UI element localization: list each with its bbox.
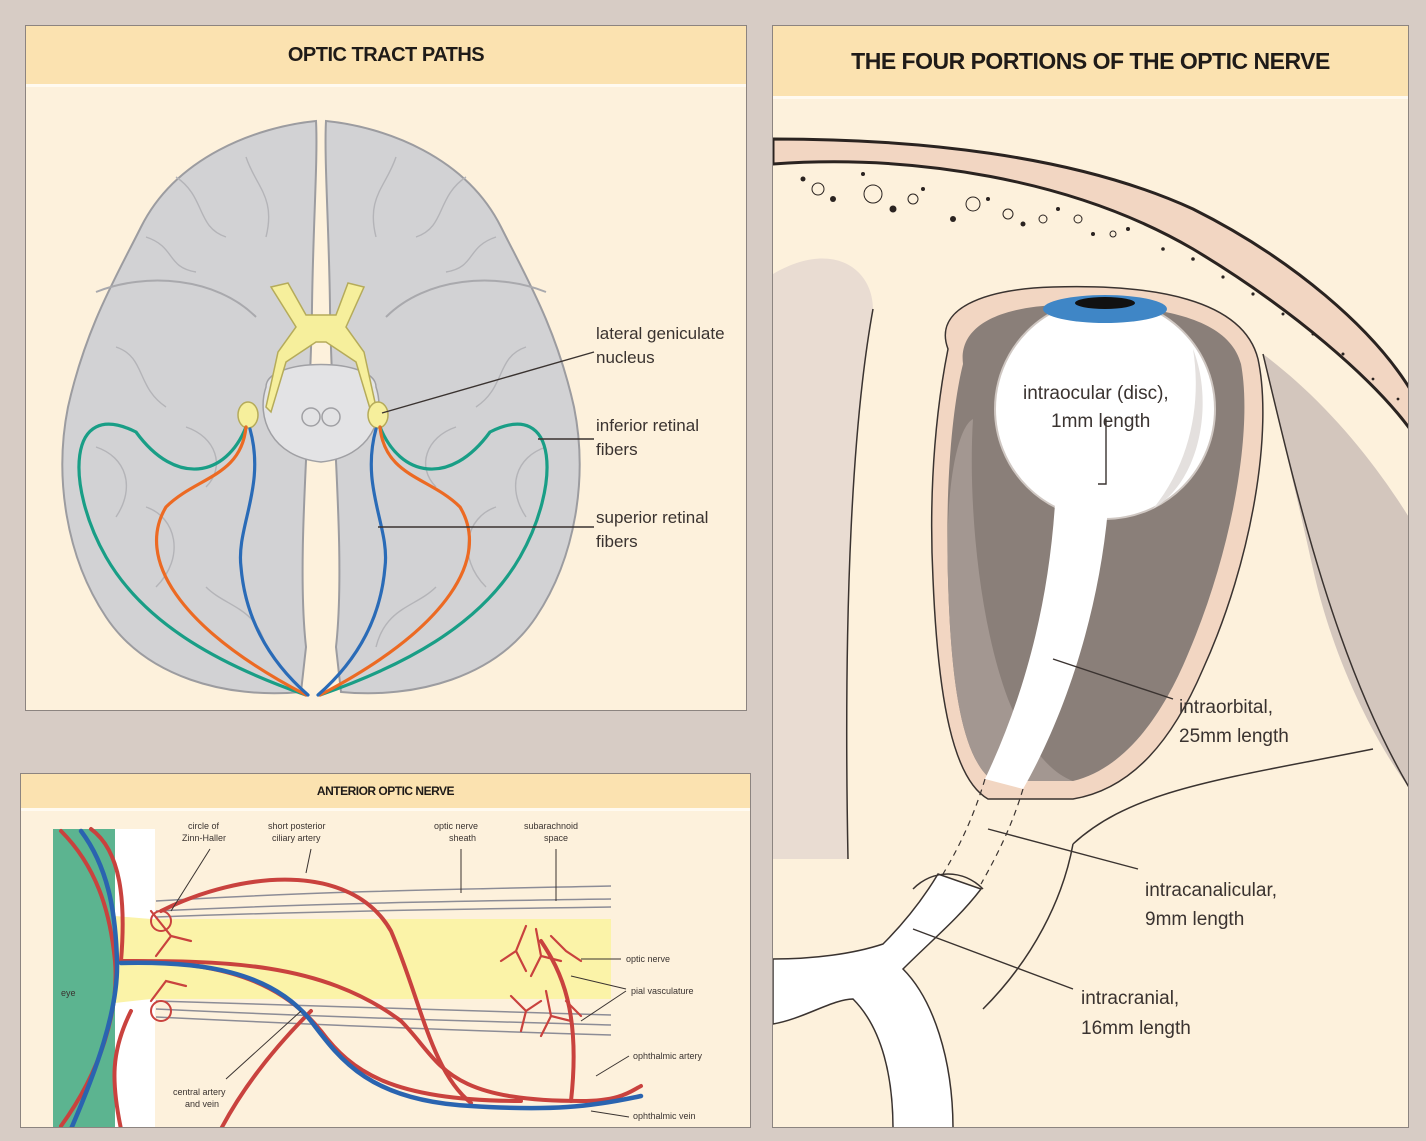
label-intracanalicular-line1: intracanalicular, [1145,880,1277,901]
lgn-right [368,402,388,428]
four-portions-panel: THE FOUR PORTIONS OF THE OPTIC NERVE [772,25,1409,1128]
label-intraorbital-line1: intraorbital, [1179,697,1273,718]
label-inferior-line2: fibers [596,440,638,459]
label-sheath-line1: optic nerve [434,821,478,831]
optic-tract-panel: OPTIC TRACT PATHS [25,25,747,711]
label-short-line1: short posterior [268,821,326,831]
optic-tract-title: OPTIC TRACT PATHS [26,26,746,87]
label-short-line2: ciliary artery [272,833,321,843]
anterior-optic-nerve-panel: ANTERIOR OPTIC NERVE [20,773,751,1128]
label-lgn-line2: nucleus [596,348,655,367]
label-intraocular-line2: 1mm length [1051,411,1150,432]
label-intracranial-line2: 16mm length [1081,1018,1191,1039]
label-inferior-line1: inferior retinal [596,416,699,435]
eye-globe [995,299,1215,519]
label-lgn-line1: lateral geniculate [596,324,725,343]
lgn-left [238,402,258,428]
label-sub-line1: subarachnoid [524,821,578,831]
label-sheath-line2: sheath [449,833,476,843]
label-pial: pial vasculature [631,986,694,996]
label-intracanalicular-line2: 9mm length [1145,909,1244,930]
four-portions-diagram: intraocular (disc), 1mm length intraorbi… [773,99,1409,1128]
label-circle-line1: circle of [188,821,220,831]
label-intraocular-line1: intraocular (disc), [1023,383,1169,404]
brain-illustration [62,121,579,693]
label-sub-line2: space [544,833,568,843]
label-ophth-vein: ophthalmic vein [633,1111,696,1121]
label-superior-line1: superior retinal [596,508,708,527]
label-central-line1: central artery [173,1087,226,1097]
label-central-line2: and vein [185,1099,219,1109]
optic-tract-diagram: lateral geniculate nucleus inferior reti… [26,87,747,711]
anterior-title: ANTERIOR OPTIC NERVE [21,774,750,811]
label-intracranial-line1: intracranial, [1081,988,1179,1009]
label-optic-nerve: optic nerve [626,954,670,964]
label-eye: eye [61,988,76,998]
label-superior-line2: fibers [596,532,638,551]
four-portions-title: THE FOUR PORTIONS OF THE OPTIC NERVE [773,26,1408,99]
anterior-diagram: circle of Zinn-Haller short posterior ci… [21,811,751,1128]
label-circle-line2: Zinn-Haller [182,833,226,843]
label-intraorbital-line2: 25mm length [1179,726,1289,747]
label-ophth-artery: ophthalmic artery [633,1051,703,1061]
